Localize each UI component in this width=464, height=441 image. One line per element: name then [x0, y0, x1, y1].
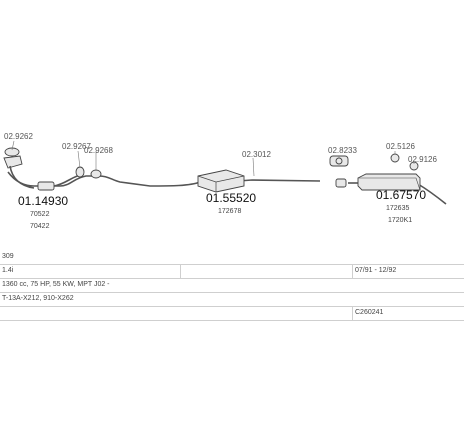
- part-code-front-pipe: 01.14930: [18, 194, 68, 208]
- table-row-notes: T-13A-X212, 910-X262: [0, 292, 464, 307]
- vehicle-model: 309: [2, 253, 14, 260]
- fitment-notes: T-13A-X212, 910-X262: [2, 295, 74, 302]
- column-divider-3: [352, 306, 353, 320]
- fitting-label-3: 02.9268: [84, 146, 113, 155]
- fitting-label-6: 02.5126: [386, 142, 415, 151]
- table-row-code: C260241: [0, 306, 464, 321]
- fitting-label-1: 02.9262: [4, 132, 33, 141]
- leader-lines: [11, 140, 415, 177]
- vehicle-info-table: 309 1.4i 07/91 - 12/92 1360 cc, 75 HP, 5…: [0, 250, 464, 324]
- flange-fitting-2[interactable]: [75, 166, 85, 178]
- vehicle-engine: 1.4i: [2, 267, 14, 274]
- table-row-engine: 1.4i 07/91 - 12/92: [0, 264, 464, 279]
- part-ref-front-pipe-1: 70522: [30, 211, 50, 218]
- production-period: 07/91 - 12/92: [355, 267, 397, 274]
- part-ref-front-pipe-2: 70422: [30, 223, 50, 230]
- engine-spec: 1360 cc, 75 HP, 55 KW, MPT J02 -: [2, 281, 110, 288]
- table-row-spec: 1360 cc, 75 HP, 55 KW, MPT J02 -: [0, 278, 464, 293]
- fitting-label-4: 02.3012: [242, 150, 271, 159]
- table-row-model: 309: [0, 250, 464, 265]
- column-divider-1: [180, 264, 181, 278]
- part-ref-rear-silencer-1: 172635: [386, 205, 409, 212]
- hanger-fitting-1[interactable]: [390, 153, 400, 163]
- part-ref-middle-silencer: 172678: [218, 208, 241, 215]
- front-pipe-part[interactable]: [3, 155, 85, 191]
- fitting-label-2: 02.9267: [62, 142, 91, 151]
- fitting-label-7: 02.9126: [408, 155, 437, 164]
- column-divider-2: [352, 264, 353, 278]
- flange-fitting-1[interactable]: [4, 147, 20, 157]
- middle-silencer[interactable]: [197, 169, 245, 193]
- fitting-label-5: 02.8233: [328, 146, 357, 155]
- flange-fitting-3[interactable]: [90, 169, 102, 179]
- part-code-middle-silencer: 01.55520: [206, 191, 256, 205]
- rear-silencer[interactable]: [335, 173, 421, 191]
- catalog-code: C260241: [355, 309, 384, 316]
- part-ref-rear-silencer-2: 1720K1: [388, 217, 412, 224]
- exhaust-system-diagram: 02.9262 02.9267 02.9268 02.3012 02.8233 …: [3, 132, 447, 230]
- part-code-rear-silencer: 01.67570: [376, 188, 426, 202]
